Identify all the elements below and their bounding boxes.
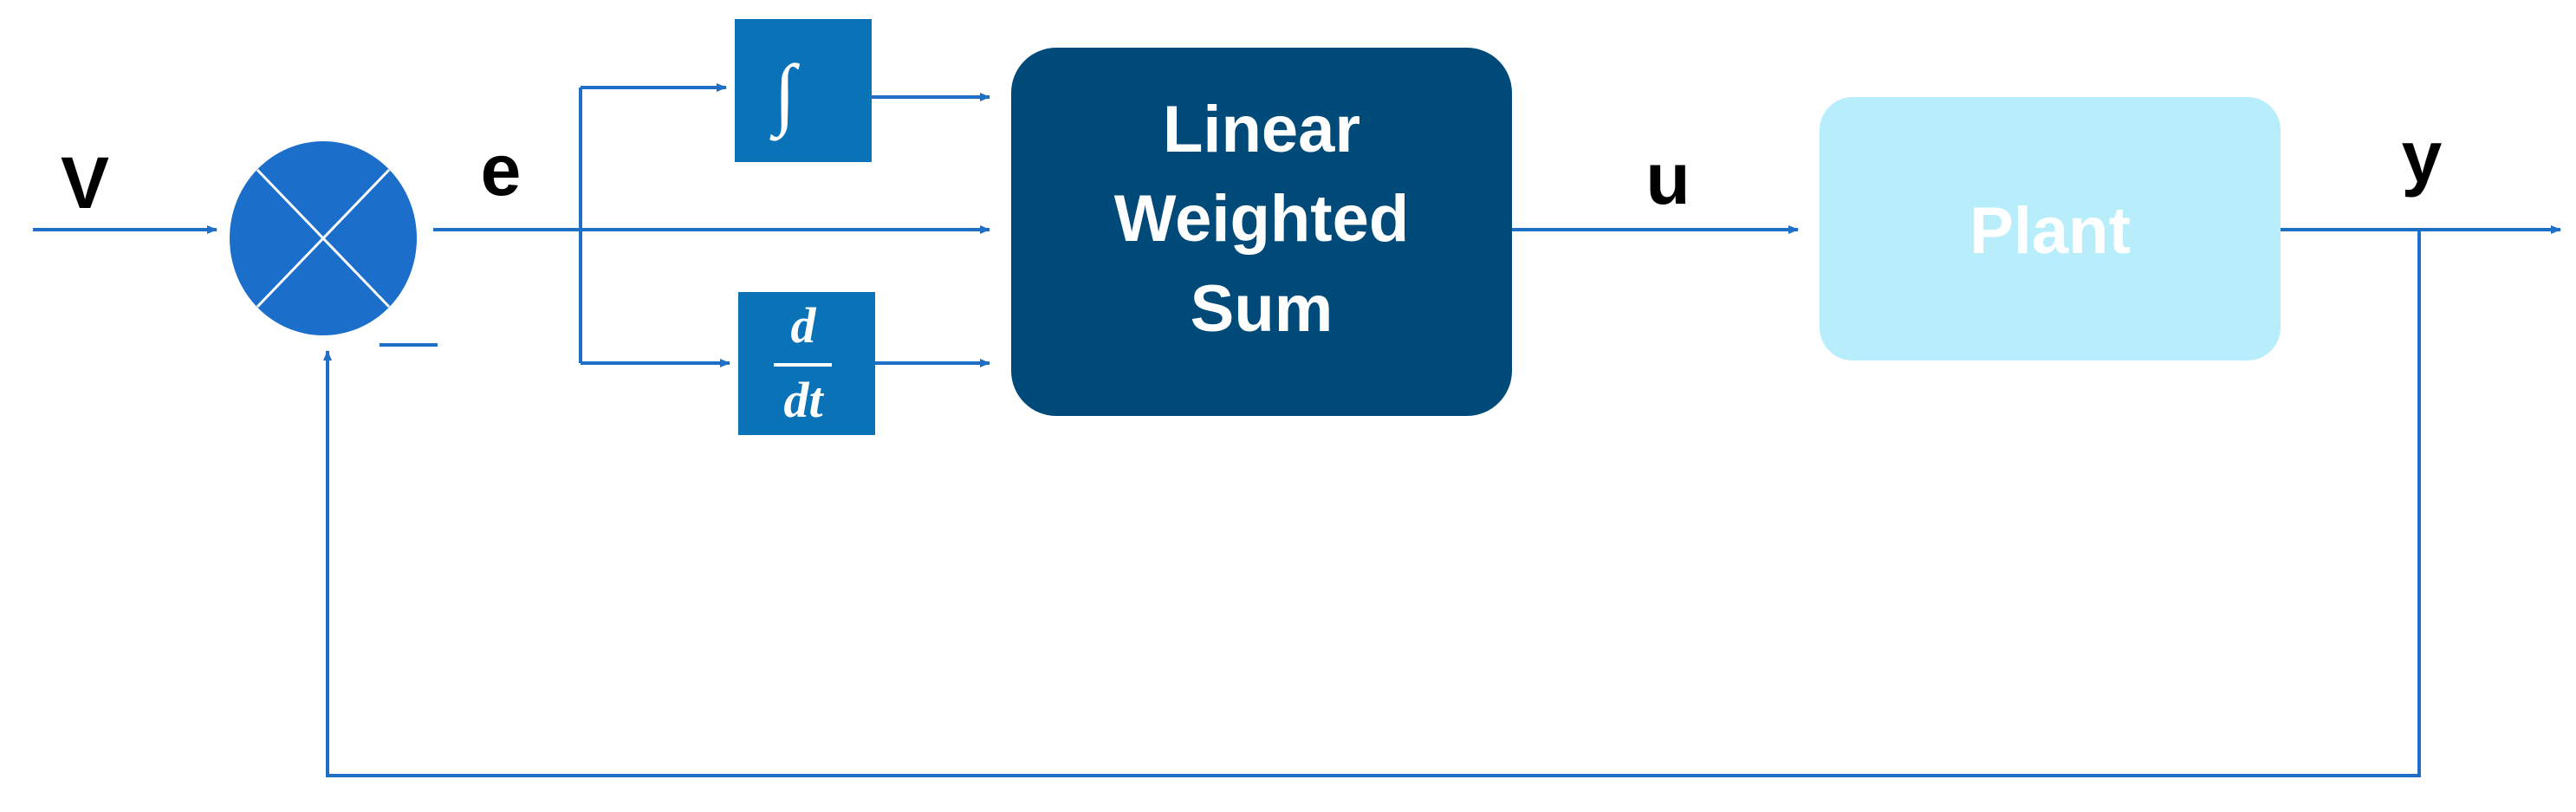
weighted-sum-line-1: Linear [1163,93,1360,166]
weighted-sum-block: Linear Weighted Sum [1011,48,1512,416]
integral-block: ∫ [735,19,872,162]
derivative-numerator: d [791,297,817,354]
weighted-sum-line-2: Weighted [1114,182,1410,256]
integral-symbol: ∫ [769,49,800,141]
weighted-sum-line-3: Sum [1191,272,1333,346]
plant-block: Plant [1820,97,2281,361]
error-signal-label: e [481,129,522,211]
feedback-path [323,230,2421,777]
summing-junction [230,141,417,335]
plant-label: Plant [1969,194,2131,268]
derivative-block: d dt [738,292,875,435]
output-signal-label: y [2402,116,2443,198]
derivative-denominator: dt [783,372,824,428]
input-signal-label: V [61,142,109,224]
control-signal-label: u [1645,138,1690,219]
